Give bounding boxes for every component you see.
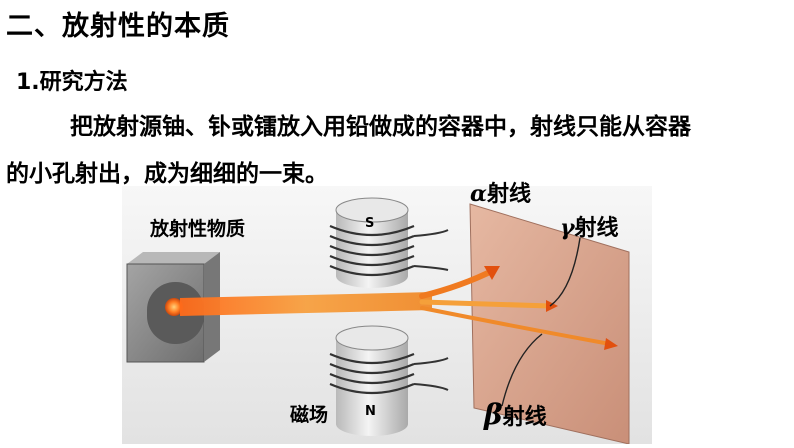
- gamma-symbol: γ: [560, 215, 575, 241]
- beta-ray-label: β射线: [484, 398, 547, 431]
- alpha-ray-label: α射线: [470, 176, 531, 208]
- beta-text: 射线: [502, 405, 547, 430]
- radiation-beam: [180, 292, 432, 316]
- paragraph-line-1: 把放射源铀、钋或镭放入用铅做成的容器中，射线只能从容器: [70, 114, 691, 140]
- gamma-ray: [419, 299, 553, 309]
- beta-arrowhead: [604, 338, 618, 350]
- radiation-deflection-figure: 放射性物质 磁场 S N α射线 γ射线 β射线: [122, 181, 652, 445]
- pole-s-label: S: [365, 216, 375, 231]
- source-label: 放射性物质: [150, 218, 246, 240]
- gamma-ray-label: γ射线: [560, 210, 619, 242]
- alpha-arrowhead: [484, 266, 500, 280]
- pole-n-label: N: [365, 404, 376, 419]
- magnet-south: [329, 197, 449, 288]
- method-paragraph: 把放射源铀、钋或镭放入用铅做成的容器中，射线只能从容器 的小孔射出，成为细细的一…: [6, 104, 792, 198]
- gamma-pointer-line: [549, 237, 581, 307]
- radioactive-source: [165, 298, 183, 316]
- alpha-symbol: α: [470, 181, 487, 207]
- alpha-text: 射线: [486, 182, 531, 207]
- beta-symbol: β: [484, 398, 503, 431]
- beta-ray: [420, 306, 612, 346]
- subsection-title: 1.研究方法: [16, 70, 128, 95]
- lead-container: [126, 252, 220, 363]
- paragraph-line-2: 的小孔射出，成为细细的一束。: [6, 161, 328, 187]
- magnetic-field-label: 磁场: [290, 404, 329, 426]
- section-heading: 二、放射性的本质: [6, 11, 230, 42]
- beta-pointer-line: [501, 333, 543, 407]
- gamma-arrowhead: [546, 300, 558, 312]
- gamma-text: 射线: [574, 216, 619, 241]
- magnet-north: [329, 325, 449, 436]
- figure-illustration: [122, 186, 652, 445]
